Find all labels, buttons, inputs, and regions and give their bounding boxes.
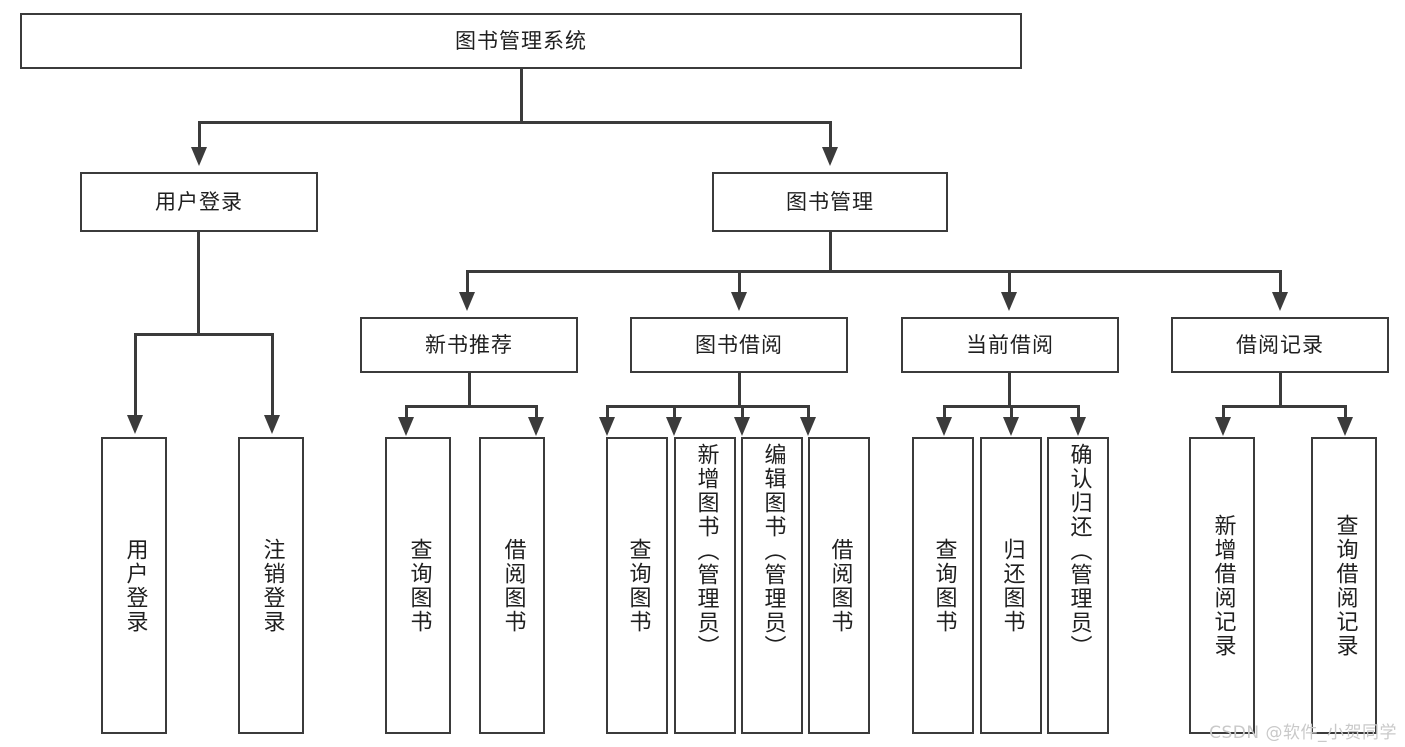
leaf-br-query-record[interactable]: 查询借阅记录 [1311,437,1377,734]
leaf-label: 查询图书 [625,537,651,634]
arrowhead-to-leaf-user-login [127,415,143,434]
arrowhead-to-leaf-bb-2 [666,417,682,436]
arrowhead-to-leaf-cb-2 [1003,417,1019,436]
leaf-label: 编辑图书（管理员） [760,443,786,659]
node-borrow-record[interactable]: 借阅记录 [1171,317,1389,373]
leaf-label: 确认归还（管理员） [1066,443,1092,659]
arrowhead-to-book-management [822,147,838,166]
connector-br-drop-2 [1344,405,1347,419]
connector-bm-drop-3 [1008,270,1011,294]
node-new-book-recommend[interactable]: 新书推荐 [360,317,578,373]
leaf-label: 查询图书 [931,537,957,634]
arrowhead-to-leaf-br-2 [1337,417,1353,436]
leaf-nbr-borrow-book[interactable]: 借阅图书 [479,437,545,734]
connector-bb-bus [606,405,808,408]
node-label: 当前借阅 [966,332,1054,357]
connector-cb-drop-2 [1010,405,1013,419]
arrowhead-to-leaf-cb-1 [936,417,952,436]
arrowhead-to-borrow-record [1272,292,1288,311]
connector-br-bus [1222,405,1346,408]
connector-bb-drop-4 [807,405,810,419]
leaf-label: 用户登录 [122,537,148,634]
connector-user-login-bus [134,333,273,336]
connector-nbr-drop-2 [535,405,538,419]
node-label: 图书管理系统 [455,28,587,53]
connector-bb-drop-2 [673,405,676,419]
connector-cb-drop-1 [943,405,946,419]
leaf-logout[interactable]: 注销登录 [238,437,304,734]
leaf-label: 查询图书 [406,537,432,634]
connector-cb-stem [1008,373,1011,407]
connector-bm-drop-1 [466,270,469,294]
arrowhead-to-current-borrow [1001,292,1017,311]
connector-br-drop-1 [1222,405,1225,419]
connector-root-stem [520,69,523,123]
leaf-cb-query-book[interactable]: 查询图书 [912,437,974,734]
connector-book-management-stem [829,232,832,272]
connector-root-drop-1 [198,121,201,149]
connector-nbr-stem [468,373,471,407]
arrowhead-to-leaf-nbr-1 [398,417,414,436]
connector-nbr-bus [405,405,537,408]
node-label: 图书借阅 [695,332,783,357]
connector-nbr-drop-1 [405,405,408,419]
arrowhead-to-book-borrow [731,292,747,311]
leaf-bb-query-book[interactable]: 查询图书 [606,437,668,734]
connector-book-management-bus [466,270,1281,273]
connector-bb-drop-1 [606,405,609,419]
connector-cb-drop-3 [1077,405,1080,419]
arrowhead-to-user-login [191,147,207,166]
leaf-cb-confirm-return-admin[interactable]: 确认归还（管理员） [1047,437,1109,734]
leaf-label: 新增图书（管理员） [693,443,719,659]
node-root-book-management-system[interactable]: 图书管理系统 [20,13,1022,69]
node-label: 用户登录 [155,189,243,214]
node-label: 新书推荐 [425,332,513,357]
leaf-cb-return-book[interactable]: 归还图书 [980,437,1042,734]
node-label: 借阅记录 [1236,332,1324,357]
connector-bm-drop-4 [1279,270,1282,294]
arrowhead-to-leaf-nbr-2 [528,417,544,436]
node-book-borrow[interactable]: 图书借阅 [630,317,848,373]
connector-bb-stem [738,373,741,407]
arrowhead-to-leaf-bb-3 [734,417,750,436]
arrowhead-to-leaf-bb-4 [800,417,816,436]
leaf-label: 查询借阅记录 [1332,513,1358,658]
connector-user-login-drop-2 [271,333,274,417]
arrowhead-to-leaf-logout [264,415,280,434]
arrowhead-to-new-book-recommend [459,292,475,311]
node-book-management[interactable]: 图书管理 [712,172,948,232]
leaf-br-add-record[interactable]: 新增借阅记录 [1189,437,1255,734]
arrowhead-to-leaf-cb-3 [1070,417,1086,436]
connector-user-login-drop-1 [134,333,137,417]
leaf-label: 借阅图书 [827,537,853,634]
node-current-borrow[interactable]: 当前借阅 [901,317,1119,373]
leaf-label: 注销登录 [259,537,285,634]
leaf-label: 归还图书 [999,537,1025,634]
connector-user-login-stem [197,232,200,335]
leaf-nbr-query-book[interactable]: 查询图书 [385,437,451,734]
leaf-label: 新增借阅记录 [1210,513,1236,658]
leaf-user-login[interactable]: 用户登录 [101,437,167,734]
connector-bm-drop-2 [738,270,741,294]
leaf-bb-edit-book-admin[interactable]: 编辑图书（管理员） [741,437,803,734]
leaf-bb-add-book-admin[interactable]: 新增图书（管理员） [674,437,736,734]
node-user-login[interactable]: 用户登录 [80,172,318,232]
connector-br-stem [1279,373,1282,407]
connector-bb-drop-3 [741,405,744,419]
leaf-bb-borrow-book[interactable]: 借阅图书 [808,437,870,734]
arrowhead-to-leaf-bb-1 [599,417,615,436]
node-label: 图书管理 [786,189,874,214]
arrowhead-to-leaf-br-1 [1215,417,1231,436]
connector-root-bus [198,121,832,124]
connector-root-drop-2 [829,121,832,149]
leaf-label: 借阅图书 [500,537,526,634]
